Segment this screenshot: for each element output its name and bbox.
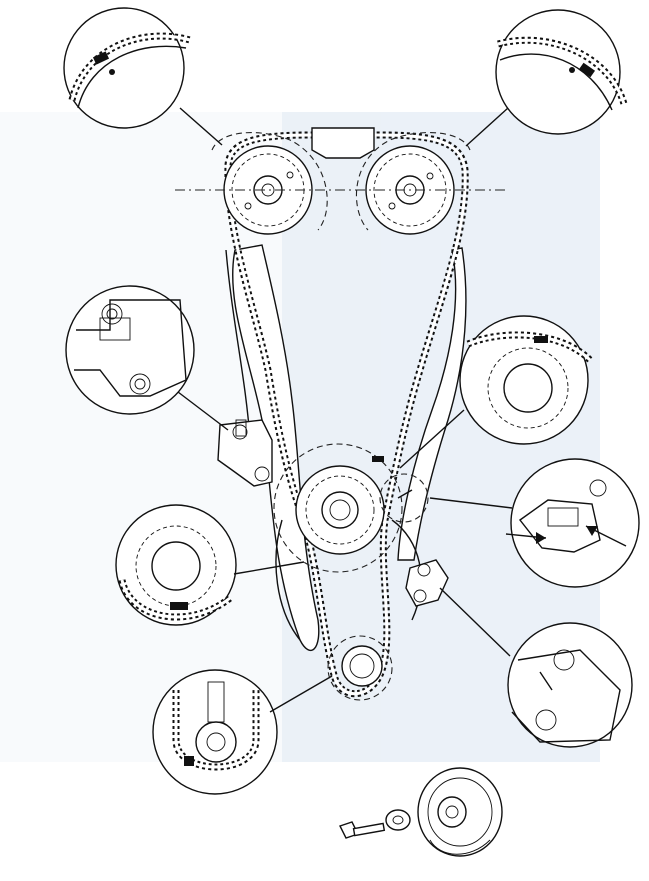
chain-guide-right xyxy=(397,247,467,561)
engine-block-outline xyxy=(225,249,422,641)
callout-right-arrows xyxy=(429,458,640,588)
intermediate-sprocket xyxy=(273,443,403,573)
zone-exhaust-mark xyxy=(355,132,471,231)
callout-left-tensioner xyxy=(65,285,229,431)
camshaft-sprocket-intake xyxy=(223,145,313,235)
dashed-zone-right xyxy=(379,473,429,523)
zone-intake-mark xyxy=(211,132,328,231)
chain-mark-right xyxy=(372,456,384,462)
callout-top-left xyxy=(63,7,223,146)
callout-right-sprocket xyxy=(399,315,593,469)
crankshaft-pulley xyxy=(417,767,503,857)
cam-cover-bracket xyxy=(311,127,375,159)
chain-guide-left xyxy=(232,244,320,652)
callout-right-lower xyxy=(439,587,633,748)
callout-top-right xyxy=(465,9,628,147)
callout-bottom-left xyxy=(152,669,333,795)
guide-rail-bracket xyxy=(405,559,449,607)
pulley-washer xyxy=(385,809,411,831)
crankshaft-sprocket xyxy=(327,635,393,701)
callout-left-lower xyxy=(115,504,305,626)
pulley-bolt xyxy=(339,821,386,839)
chain-tensioner xyxy=(217,419,273,487)
timing-chain xyxy=(224,131,469,698)
